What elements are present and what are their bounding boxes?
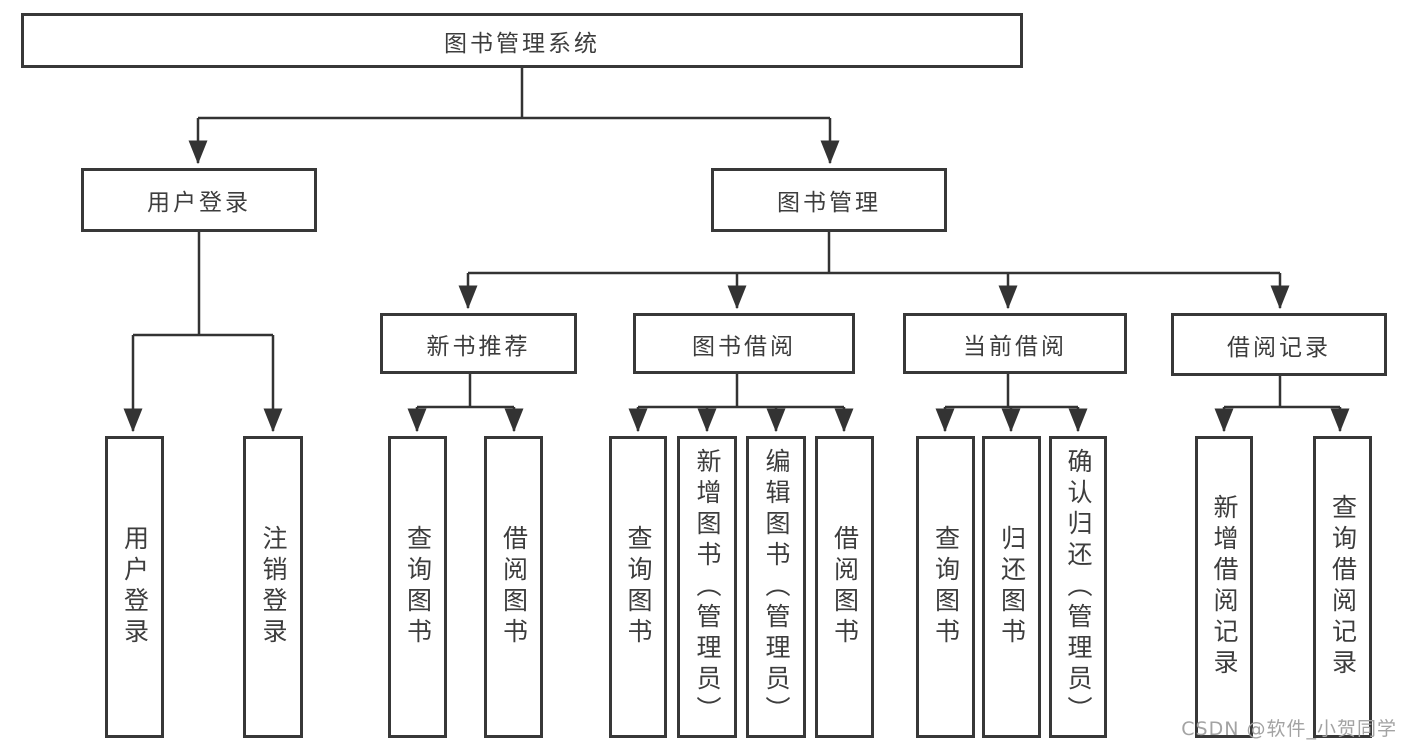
leaf-borrow-books-recommend: 借阅图书 — [484, 436, 543, 738]
node-label: 注销登录 — [259, 525, 288, 649]
node-label: 查询图书 — [931, 525, 961, 649]
node-label: 查询图书 — [403, 525, 433, 649]
leaf-query-books-recommend: 查询图书 — [388, 436, 447, 738]
leaf-confirm-return-admin: 确认归还（管理员） — [1049, 436, 1107, 738]
csdn-watermark: CSDN @软件_小贺同学 — [1181, 718, 1397, 740]
node-label: 借阅记录 — [1227, 334, 1331, 361]
leaf-edit-books-admin: 编辑图书（管理员） — [746, 436, 806, 738]
node-label: 新增借阅记录 — [1210, 494, 1239, 680]
leaf-return-books: 归还图书 — [982, 436, 1041, 738]
leaf-query-books-current: 查询图书 — [916, 436, 975, 738]
node-label: 图书管理 — [777, 190, 881, 216]
leaf-borrow-books: 借阅图书 — [815, 436, 874, 738]
node-new-book-recommendation: 新书推荐 — [380, 313, 577, 374]
node-label: 图书借阅 — [692, 333, 796, 360]
node-label: 查询图书 — [624, 525, 653, 649]
node-label: 确认归还（管理员） — [1064, 447, 1093, 727]
node-label: 借阅图书 — [499, 525, 529, 649]
leaf-query-borrow-record: 查询借阅记录 — [1313, 436, 1372, 738]
node-label: 新书推荐 — [426, 333, 531, 360]
node-current-borrowing: 当前借阅 — [903, 313, 1127, 374]
node-label: 查询借阅记录 — [1328, 494, 1358, 680]
node-book-borrowing: 图书借阅 — [633, 313, 855, 374]
node-label: 用户登录 — [147, 190, 251, 216]
node-label: 图书管理系统 — [444, 30, 600, 57]
leaf-add-borrow-record: 新增借阅记录 — [1195, 436, 1253, 738]
node-label: 新增图书（管理员） — [693, 447, 722, 727]
node-user-login: 用户登录 — [81, 168, 317, 232]
node-label: 借阅图书 — [830, 525, 860, 649]
node-label: 当前借阅 — [963, 333, 1067, 360]
node-label: 编辑图书（管理员） — [762, 447, 791, 727]
node-borrowing-records: 借阅记录 — [1171, 313, 1387, 376]
node-book-management: 图书管理 — [711, 168, 947, 232]
node-label: 归还图书 — [997, 525, 1027, 649]
node-label: 用户登录 — [120, 525, 150, 649]
leaf-user-login: 用户登录 — [105, 436, 164, 738]
leaf-add-books-admin: 新增图书（管理员） — [677, 436, 737, 738]
leaf-query-books-borrow: 查询图书 — [609, 436, 667, 738]
leaf-logout: 注销登录 — [243, 436, 303, 738]
node-library-management-system: 图书管理系统 — [21, 13, 1023, 68]
